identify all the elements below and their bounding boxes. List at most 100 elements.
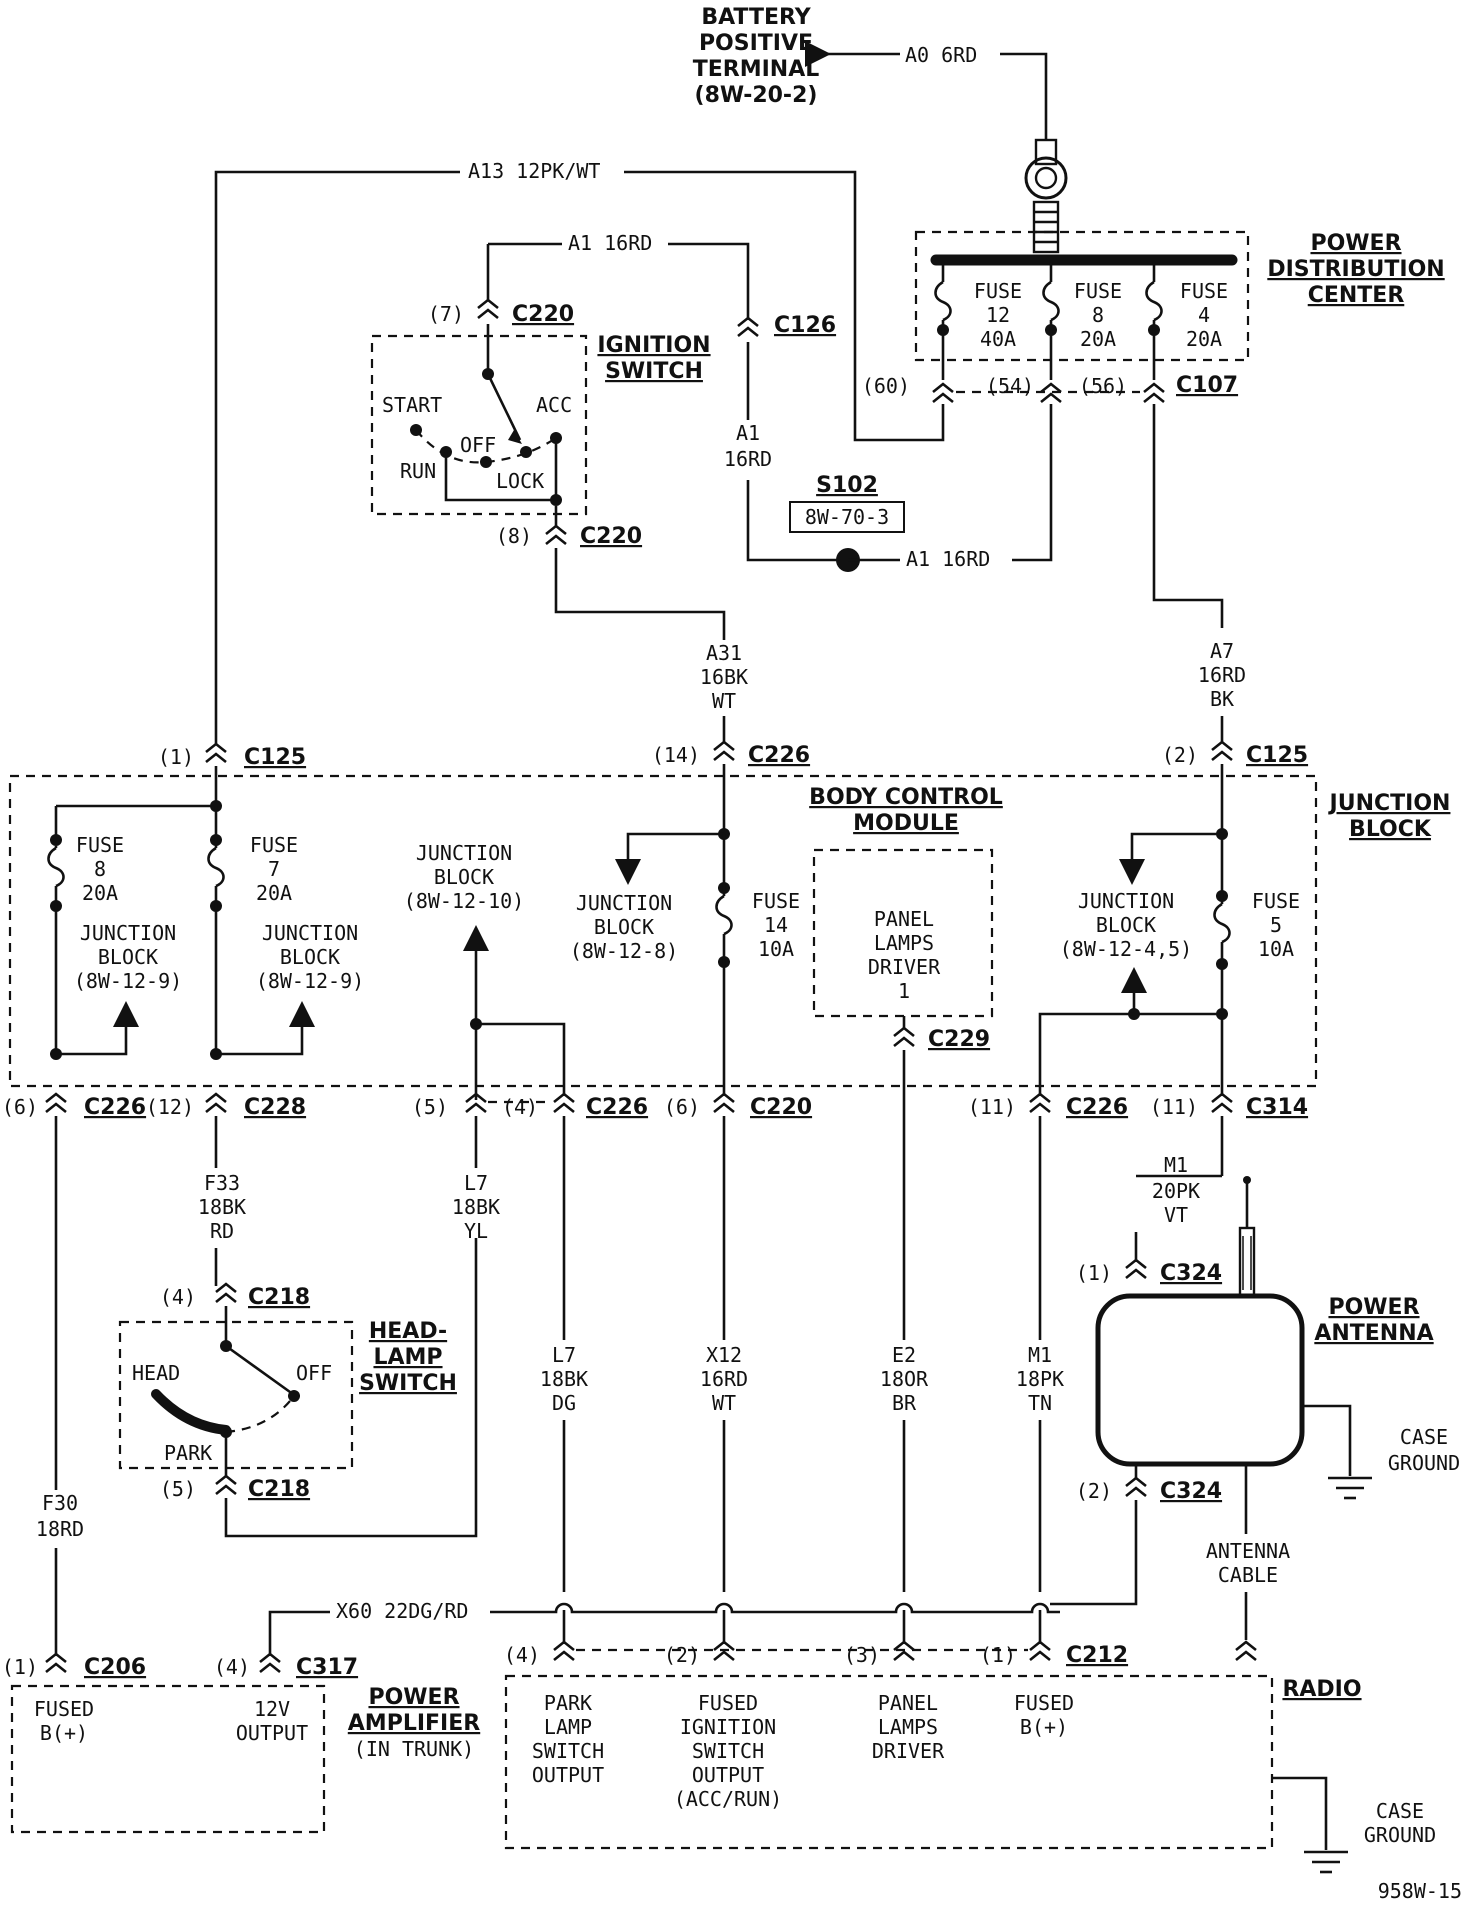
radio-ign-1: FUSED bbox=[698, 1691, 758, 1715]
wire-a13-label: A13 12PK/WT bbox=[468, 159, 600, 183]
c107-pin-56: (56) bbox=[1079, 374, 1127, 398]
battery-label-3: TERMINAL bbox=[693, 57, 820, 82]
pdc-title-2: DISTRIBUTION bbox=[1267, 257, 1444, 282]
wire-m1b-3: TN bbox=[1028, 1391, 1052, 1415]
wire-f30-1: F30 bbox=[42, 1491, 78, 1515]
pdc-fuse-4: FUSE 4 20A bbox=[1145, 262, 1228, 380]
svg-text:40A: 40A bbox=[980, 327, 1016, 351]
svg-text:14: 14 bbox=[764, 913, 788, 937]
c226-right-pin: (11) bbox=[968, 1095, 1016, 1119]
c228-label: C228 bbox=[244, 1095, 306, 1120]
radio-box bbox=[504, 1674, 1274, 1850]
c324-top-label: C324 bbox=[1160, 1261, 1222, 1286]
wire-f33-2: 18BK bbox=[198, 1195, 246, 1219]
wire-x12-2: 16RD bbox=[700, 1367, 748, 1391]
jb-left-ref: (8W-12-9) bbox=[74, 969, 182, 993]
headlamp-switch-box bbox=[118, 1320, 354, 1470]
jb-left-jb1: JUNCTION bbox=[80, 921, 176, 945]
wire-a13-left bbox=[214, 170, 460, 745]
wire-l7b-2: 18BK bbox=[540, 1367, 588, 1391]
wire-a1-top bbox=[668, 242, 750, 320]
headlamp-title-3: SWITCH bbox=[359, 1371, 457, 1396]
headlamp-park: PARK bbox=[164, 1441, 212, 1465]
svg-text:20A: 20A bbox=[256, 881, 292, 905]
figure-id: 958W-15 bbox=[1378, 1879, 1462, 1903]
wire-a1-mid-2: 16RD bbox=[724, 447, 772, 471]
c317-pin: (4) bbox=[214, 1655, 250, 1679]
wire-m1b-2: 18PK bbox=[1016, 1367, 1064, 1391]
wire-m1a-2: 20PK bbox=[1152, 1179, 1200, 1203]
c324-top-pin: (1) bbox=[1076, 1261, 1112, 1285]
battery-label-2: POSITIVE bbox=[699, 31, 813, 56]
jb-left2-jb2: BLOCK bbox=[280, 945, 340, 969]
wire-a31-3: WT bbox=[712, 689, 736, 713]
jb-fuse-8: FUSE 8 20A bbox=[47, 833, 124, 1054]
wire-l7a-1: L7 bbox=[464, 1171, 488, 1195]
jb-1245-jb2: BLOCK bbox=[1096, 913, 1156, 937]
wire-a13-right bbox=[624, 170, 945, 442]
jb-title-1: JUNCTION bbox=[1328, 791, 1451, 816]
ign-pin-8: (8) bbox=[496, 524, 532, 548]
radio-ground-icon bbox=[1304, 1850, 1348, 1874]
jb-left2-ref: (8W-12-9) bbox=[256, 969, 364, 993]
jb-1245-ref: (8W-12-4,5) bbox=[1060, 937, 1192, 961]
c226-left-label: C226 bbox=[84, 1095, 146, 1120]
bcm-driver-2: LAMPS bbox=[874, 931, 934, 955]
wire-a7-1: A7 bbox=[1210, 639, 1234, 663]
headlamp-switch-contacts bbox=[151, 1306, 300, 1476]
bcm-title-1: BODY CONTROL bbox=[809, 785, 1003, 810]
bcm-driver-4: 1 bbox=[898, 979, 910, 1003]
svg-text:FUSE: FUSE bbox=[250, 833, 298, 857]
junction-block-box bbox=[8, 774, 1318, 1088]
c324-bottom-pin: (2) bbox=[1076, 1479, 1112, 1503]
ignition-title-1: IGNITION bbox=[597, 333, 710, 358]
ign-acc: ACC bbox=[536, 393, 572, 417]
svg-text:FUSE: FUSE bbox=[1074, 279, 1122, 303]
c314-label: C314 bbox=[1246, 1095, 1308, 1120]
headlamp-title-1: HEAD- bbox=[369, 1319, 447, 1344]
c226-pin-14: (14) bbox=[652, 743, 700, 767]
c220-bottom-pin: (6) bbox=[664, 1095, 700, 1119]
ign-off: OFF bbox=[460, 433, 496, 457]
jb-1210-jb1: JUNCTION bbox=[416, 841, 512, 865]
radio-title: RADIO bbox=[1282, 1677, 1361, 1702]
ign-start: START bbox=[382, 393, 442, 417]
amp-title-1: POWER bbox=[368, 1685, 459, 1710]
wire-e2-2: 18OR bbox=[880, 1367, 929, 1391]
wire-a7-3: BK bbox=[1210, 687, 1234, 711]
c220-mid-label: C220 bbox=[580, 524, 642, 549]
svg-text:FUSE: FUSE bbox=[1180, 279, 1228, 303]
amp-title-3: (IN TRUNK) bbox=[354, 1737, 474, 1761]
jb-fuse-5: FUSE 5 10A bbox=[1213, 834, 1300, 1096]
c218-bottom-pin: (5) bbox=[160, 1477, 196, 1501]
battery-ref: (8W-20-2) bbox=[695, 83, 818, 108]
c314-pin: (11) bbox=[1150, 1095, 1198, 1119]
svg-text:FUSE: FUSE bbox=[1252, 889, 1300, 913]
wire-l7b-1: L7 bbox=[552, 1343, 576, 1367]
c125-left-pin: (1) bbox=[158, 745, 194, 769]
radio-panel-3: DRIVER bbox=[872, 1739, 945, 1763]
c220-bottom-label: C220 bbox=[750, 1095, 812, 1120]
jb-1245-jb1: JUNCTION bbox=[1078, 889, 1174, 913]
jb-128-jb1: JUNCTION bbox=[576, 891, 672, 915]
battery-terminal-icon bbox=[1024, 138, 1068, 254]
jb-fuse-7: FUSE 7 20A bbox=[207, 806, 298, 1054]
radio-ign-3: SWITCH bbox=[692, 1739, 764, 1763]
bcm-driver-1: PANEL bbox=[874, 907, 934, 931]
antenna-ground-1: CASE bbox=[1400, 1425, 1448, 1449]
c125-left-label: C125 bbox=[244, 745, 306, 770]
headlamp-title-2: LAMP bbox=[373, 1345, 442, 1370]
c107-pin-54: (54) bbox=[986, 374, 1034, 398]
c212-pin-2: (2) bbox=[664, 1643, 700, 1667]
radio-park-4: OUTPUT bbox=[532, 1763, 604, 1787]
wire-a0-label: A0 6RD bbox=[905, 43, 977, 67]
wire-f33-3: RD bbox=[210, 1219, 234, 1243]
headlamp-head: HEAD bbox=[132, 1361, 180, 1385]
c220-top-label: C220 bbox=[512, 302, 574, 327]
radio-ign-2: IGNITION bbox=[680, 1715, 776, 1739]
amp-in-2: B(+) bbox=[40, 1721, 88, 1745]
wire-l7b-3: DG bbox=[552, 1391, 576, 1415]
c218-top-pin: (4) bbox=[160, 1285, 196, 1309]
antenna-title-1: POWER bbox=[1328, 1295, 1419, 1320]
